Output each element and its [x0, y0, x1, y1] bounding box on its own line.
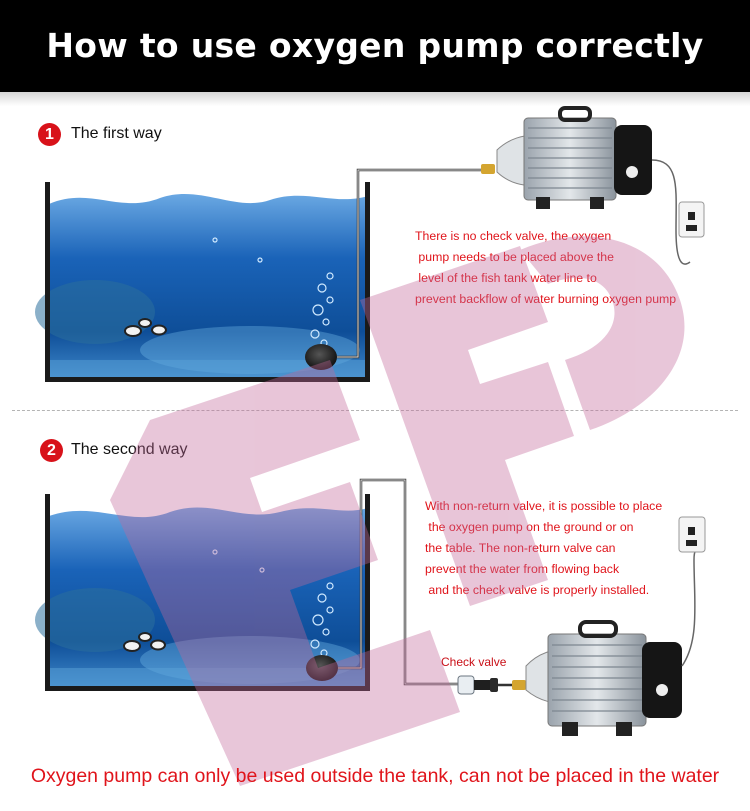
fish-icon — [124, 318, 167, 337]
air-stone-icon — [305, 344, 337, 370]
section-divider — [12, 410, 738, 411]
check-valve-label: Check valve — [441, 655, 507, 669]
step-1-number-badge: 1 — [38, 123, 61, 146]
fish-tank-1 — [35, 168, 492, 382]
air-pump-2 — [525, 548, 701, 736]
power-outlet-icon-2 — [678, 516, 706, 553]
power-outlet-icon-1 — [678, 201, 705, 238]
air-stone-icon — [306, 655, 338, 681]
air-pump-1 — [481, 106, 691, 265]
step-1-note: There is no check valve, the oxygen pump… — [415, 229, 677, 306]
header-shadow-band — [0, 92, 750, 106]
step-2-note: With non-return valve, it is possible to… — [425, 499, 663, 597]
check-valve-icon — [457, 675, 526, 695]
step-1-label: The first way — [71, 125, 162, 142]
header-bar: How to use oxygen pump correctly — [0, 0, 750, 92]
step-2-number-badge: 2 — [40, 439, 63, 462]
fish-tank-2 — [35, 478, 460, 691]
fish-icon — [123, 632, 166, 652]
page-title: How to use oxygen pump correctly — [46, 26, 704, 65]
footer-warning: Oxygen pump can only be used outside the… — [30, 765, 720, 787]
step-2-label: The second way — [71, 441, 188, 458]
